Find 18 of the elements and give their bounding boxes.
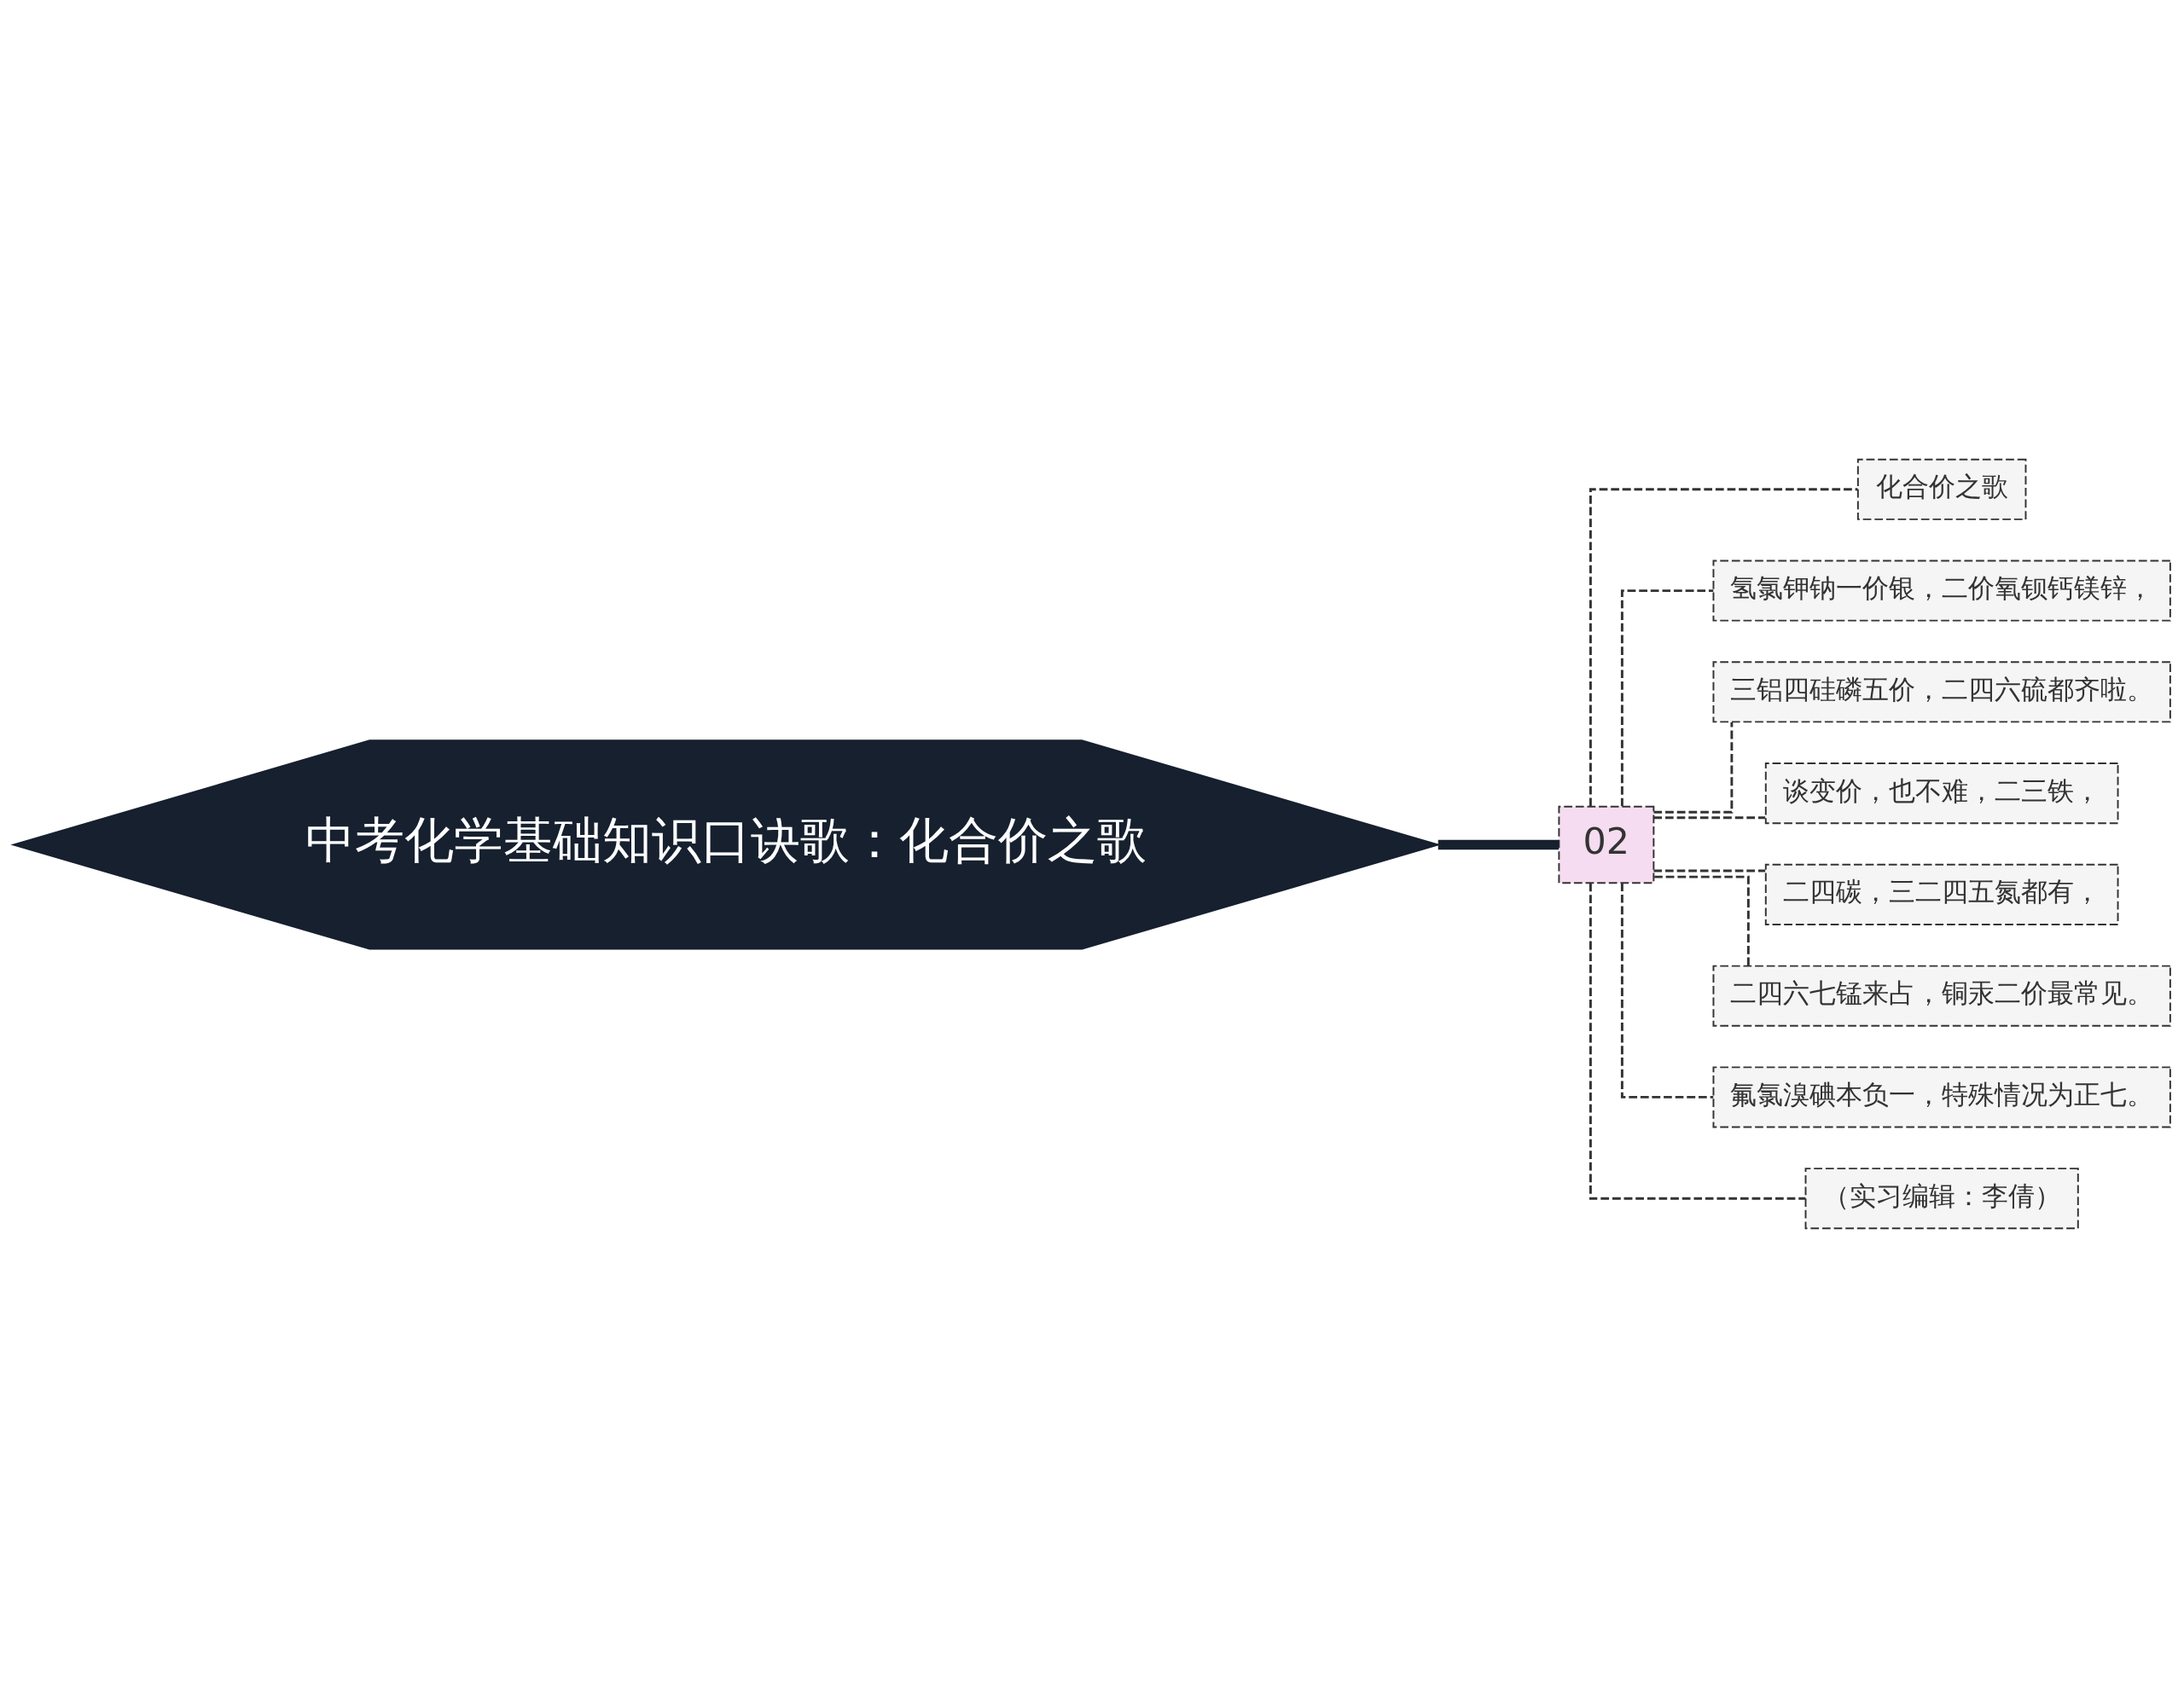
node-box: 02 [1558,805,1655,884]
node-box: 谈变价，也不难，二三铁， [1764,762,2119,824]
node-box: （实习编辑：李倩） [1804,1167,2079,1229]
connector [1620,588,1714,806]
node-box: 二四碳，三二四五氮都有， [1764,863,2119,925]
connector [1589,487,1858,806]
connector [1653,722,1734,814]
connector [1589,883,1806,1200]
node-box: 氟氯溴碘本负一，特殊情况为正七。 [1712,1065,2171,1128]
node-box: 三铝四硅磷五价，二四六硫都齐啦。 [1712,660,2171,722]
connector [1653,869,1766,872]
connector [1438,839,1560,849]
node-box: 二四六七锰来占，铜汞二价最常见。 [1712,965,2171,1027]
node-box: 氢氯钾钠一价银，二价氧钡钙镁锌， [1712,559,2171,622]
connector [1653,815,1766,819]
connector [1620,882,1714,1099]
node-box: 化合价之歌 [1856,458,2027,520]
connector [1654,875,1750,965]
